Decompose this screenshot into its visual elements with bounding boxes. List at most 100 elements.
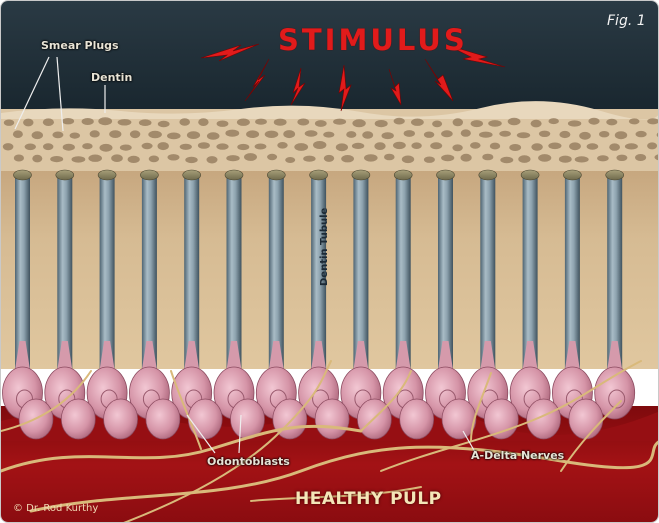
dentin-pore — [225, 130, 239, 137]
dentin-pore — [509, 144, 521, 151]
dentin-tubule-label: Dentin Tubule — [319, 208, 330, 286]
dentin-pore — [13, 130, 23, 138]
dentin-pore — [207, 132, 220, 140]
odontoblast-cell — [400, 399, 434, 439]
dentin-pore — [187, 131, 200, 139]
dentin-pore — [461, 129, 471, 136]
dentin-pore — [283, 130, 295, 138]
dentin-pore — [499, 131, 511, 137]
dentin-pore — [384, 154, 395, 161]
dentin-pore — [226, 155, 239, 161]
dentin-pore — [453, 118, 463, 126]
dentin-pore — [538, 154, 551, 162]
dentin-pore — [63, 144, 75, 151]
dentin-pore — [142, 143, 153, 149]
dentin-pore — [508, 118, 521, 125]
dentin-pore — [216, 143, 228, 149]
dentin-pore — [597, 155, 609, 161]
dentin-pore — [615, 131, 627, 139]
smear-plug — [394, 170, 412, 180]
dentin-pore — [470, 142, 481, 149]
dentin-pore — [559, 156, 572, 163]
dentin-pore — [430, 142, 442, 149]
odontoblast-cell — [315, 399, 349, 439]
dentin-pore — [313, 141, 326, 149]
smear-plug — [437, 170, 455, 180]
dentin-pore — [588, 118, 599, 125]
dentin-pore — [179, 118, 190, 126]
dentin-pore — [120, 145, 132, 151]
dentin-pore — [4, 120, 14, 126]
figure-number: Fig. 1 — [607, 13, 646, 29]
dentin-pore — [488, 120, 502, 127]
dentin-pore — [294, 143, 308, 151]
dentin-pore — [336, 143, 348, 151]
dentin-pore — [70, 133, 80, 139]
dentin-pore — [217, 121, 229, 127]
dentin-pore — [43, 143, 53, 150]
dentin-pore — [14, 155, 24, 162]
dentin-pore — [482, 154, 493, 161]
dentin-pore — [393, 142, 406, 149]
dentin-pore — [548, 143, 561, 150]
dentin-pore — [531, 143, 542, 150]
dentin-pore — [635, 154, 646, 161]
odontoblasts-label: Odontoblasts — [207, 455, 290, 468]
smear-plug — [267, 170, 285, 180]
dentin-pore — [88, 155, 102, 162]
dentin-pore — [72, 156, 86, 162]
dentin-pore — [128, 156, 140, 163]
odontoblast-cell — [61, 399, 95, 439]
dentin-pore — [382, 132, 394, 139]
smear-plugs-label: Smear Plugs — [41, 39, 119, 52]
dentin-pore — [629, 118, 640, 124]
dentin-pore — [362, 131, 373, 138]
dentin-pore — [265, 131, 279, 138]
dentin-pore — [158, 121, 170, 127]
dentin-pore — [411, 119, 424, 126]
odontoblast-cell — [527, 399, 561, 439]
dentin-pore — [518, 155, 530, 163]
smear-plug — [183, 170, 201, 180]
dentin-pore — [43, 118, 54, 126]
dentin-pore — [394, 118, 405, 125]
smear-plug — [479, 170, 497, 180]
dentin-pore — [364, 154, 378, 161]
dentin-pore — [305, 130, 318, 136]
dentin-pore — [185, 157, 197, 163]
dentin-pore — [246, 130, 259, 138]
dentin-pore — [297, 119, 309, 126]
dentin-pore — [118, 119, 132, 125]
dentin-pore — [158, 142, 169, 150]
dentin-pore — [62, 118, 74, 124]
dentin-pore — [636, 131, 647, 137]
dentin-pore — [500, 157, 513, 163]
odontoblast-cell — [484, 399, 518, 439]
dentin-pore — [323, 132, 334, 138]
dentin-pore — [285, 157, 295, 163]
smear-plug — [563, 170, 581, 180]
odontoblast-cell — [146, 399, 180, 439]
dentin-pore — [130, 130, 140, 138]
smear-plug — [310, 170, 328, 180]
dentin-pore — [441, 130, 453, 137]
dentin-pore — [452, 144, 462, 151]
dentin-pore — [346, 131, 356, 138]
dentin-pore — [606, 119, 617, 126]
dentin-pore — [625, 143, 638, 149]
dentin-pore — [375, 120, 388, 127]
stimulus-title: STIMULUS — [278, 23, 468, 57]
copyright-credit: © Dr. Rod Kurthy — [13, 503, 98, 514]
smear-plug — [352, 170, 370, 180]
smear-plug — [98, 170, 116, 180]
dentin-pore — [374, 142, 385, 150]
dentin-pore — [324, 155, 334, 162]
dentin-pore — [517, 132, 530, 138]
dentin-pore — [32, 155, 42, 163]
dentin-pore — [274, 119, 287, 126]
smear-plug — [606, 170, 624, 180]
dentin-pore — [569, 142, 581, 150]
dentin-pore — [207, 156, 218, 163]
dentin-pore — [531, 120, 542, 128]
